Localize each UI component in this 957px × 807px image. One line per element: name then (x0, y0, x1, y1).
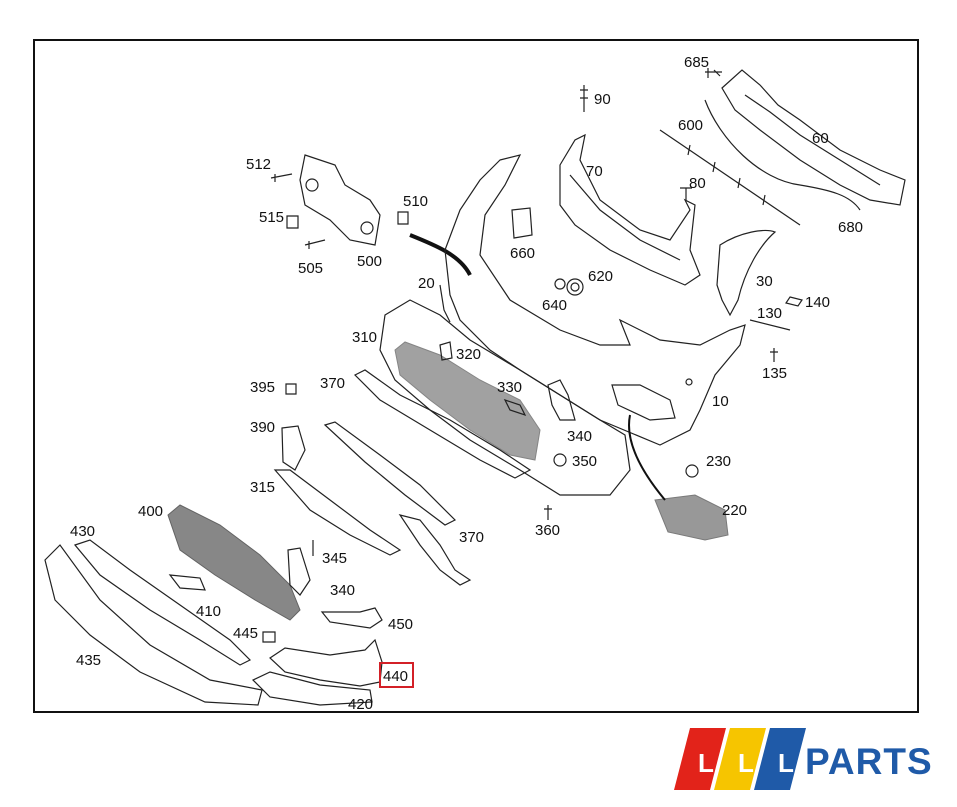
part-10-bumper-cover[interactable] (444, 154, 746, 446)
callout-10[interactable]: 10 (712, 393, 729, 410)
diagram-frame (33, 39, 919, 713)
callout-70[interactable]: 70 (586, 163, 603, 180)
callout-500[interactable]: 500 (357, 253, 382, 270)
part-445-clip[interactable] (262, 631, 276, 643)
callout-230[interactable]: 230 (706, 453, 731, 470)
part-140-clip[interactable] (785, 296, 803, 307)
callout-315[interactable]: 315 (250, 479, 275, 496)
part-30-arch[interactable] (716, 229, 777, 317)
part-400-grille[interactable] (167, 504, 301, 621)
fastener-135[interactable] (770, 348, 778, 362)
part-410-emblem[interactable] (168, 574, 206, 591)
callout-410[interactable]: 410 (196, 603, 221, 620)
logo-letter-3: L (778, 748, 794, 778)
callout-140[interactable]: 140 (805, 294, 830, 311)
brand-logo: L L L (674, 728, 806, 790)
callout-400[interactable]: 400 (138, 503, 163, 520)
logo-mark: L L L (674, 728, 806, 790)
callout-685[interactable]: 685 (684, 54, 709, 71)
part-430-strip[interactable] (73, 539, 252, 666)
callout-20[interactable]: 20 (418, 275, 435, 292)
callout-340[interactable]: 340 (330, 582, 355, 599)
callout-600[interactable]: 600 (678, 117, 703, 134)
fastener-90[interactable] (580, 85, 588, 112)
callout-60[interactable]: 60 (812, 130, 829, 147)
part-70-carrier[interactable] (559, 133, 701, 286)
highlight-box-440 (379, 662, 414, 688)
part-640-clip[interactable] (554, 278, 566, 290)
callout-660[interactable]: 660 (510, 245, 535, 262)
callout-30[interactable]: 30 (756, 273, 773, 290)
fastener-80[interactable] (680, 187, 692, 200)
callout-680[interactable]: 680 (838, 219, 863, 236)
clip-510[interactable] (397, 211, 409, 225)
fastener-685[interactable] (705, 68, 722, 78)
part-660-sensor[interactable] (511, 207, 533, 239)
callout-130[interactable]: 130 (757, 305, 782, 322)
part-370-trim-upper[interactable] (353, 369, 532, 479)
callout-330[interactable]: 330 (497, 379, 522, 396)
part-620-sensor[interactable] (566, 278, 584, 296)
part-230-clip[interactable] (685, 464, 699, 478)
callout-505[interactable]: 505 (298, 260, 323, 277)
callout-420[interactable]: 420 (348, 696, 373, 713)
part-220-fog-grille[interactable] (628, 414, 729, 541)
callout-220[interactable]: 220 (722, 502, 747, 519)
callout-430[interactable]: 430 (70, 523, 95, 540)
callout-350[interactable]: 350 (572, 453, 597, 470)
part-450-strip[interactable] (320, 607, 383, 629)
callout-512[interactable]: 512 (246, 156, 271, 173)
part-395-clip[interactable] (285, 383, 297, 395)
part-420-spoiler-center[interactable] (251, 671, 373, 706)
part-435-spoiler[interactable] (44, 544, 263, 706)
part-370-trim-lower[interactable] (323, 421, 457, 526)
callout-340[interactable]: 340 (567, 428, 592, 445)
part-60-bracket[interactable] (721, 69, 906, 206)
part-130-strip[interactable] (749, 319, 791, 331)
callout-80[interactable]: 80 (689, 175, 706, 192)
logo-brand-text: PARTS (805, 741, 933, 782)
callout-320[interactable]: 320 (456, 346, 481, 363)
part-360-fastener[interactable] (544, 505, 552, 520)
callout-310[interactable]: 310 (352, 329, 377, 346)
callout-640[interactable]: 640 (542, 297, 567, 314)
fastener-505[interactable] (304, 239, 326, 249)
callout-440[interactable]: 440 (383, 668, 408, 685)
logo-letter-1: L (698, 748, 714, 778)
fastener-512[interactable] (270, 173, 293, 182)
part-340-bracket[interactable] (547, 379, 576, 421)
part-350-clip[interactable] (553, 453, 567, 467)
callout-445[interactable]: 445 (233, 625, 258, 642)
callout-450[interactable]: 450 (388, 616, 413, 633)
part-340-lower-bracket[interactable] (287, 547, 311, 596)
callout-345[interactable]: 345 (322, 550, 347, 567)
part-440-spoiler-insert[interactable] (269, 638, 383, 687)
callout-370[interactable]: 370 (320, 375, 345, 392)
clip-515[interactable] (286, 215, 299, 229)
callout-510[interactable]: 510 (403, 193, 428, 210)
callout-360[interactable]: 360 (535, 522, 560, 539)
part-600-harness[interactable] (659, 99, 861, 226)
part-390-bracket[interactable] (281, 425, 306, 471)
callout-620[interactable]: 620 (588, 268, 613, 285)
part-320-clip[interactable] (439, 341, 453, 361)
callout-395[interactable]: 395 (250, 379, 275, 396)
callout-135[interactable]: 135 (762, 365, 787, 382)
callout-370[interactable]: 370 (459, 529, 484, 546)
logo-letter-2: L (738, 748, 754, 778)
callout-515[interactable]: 515 (259, 209, 284, 226)
callout-435[interactable]: 435 (76, 652, 101, 669)
callout-90[interactable]: 90 (594, 91, 611, 108)
part-310-lower-section[interactable] (379, 299, 631, 496)
callout-390[interactable]: 390 (250, 419, 275, 436)
part-315-strip[interactable] (273, 469, 472, 586)
part-500-plate-bracket[interactable] (299, 154, 381, 246)
part-330-clip[interactable] (503, 398, 527, 417)
